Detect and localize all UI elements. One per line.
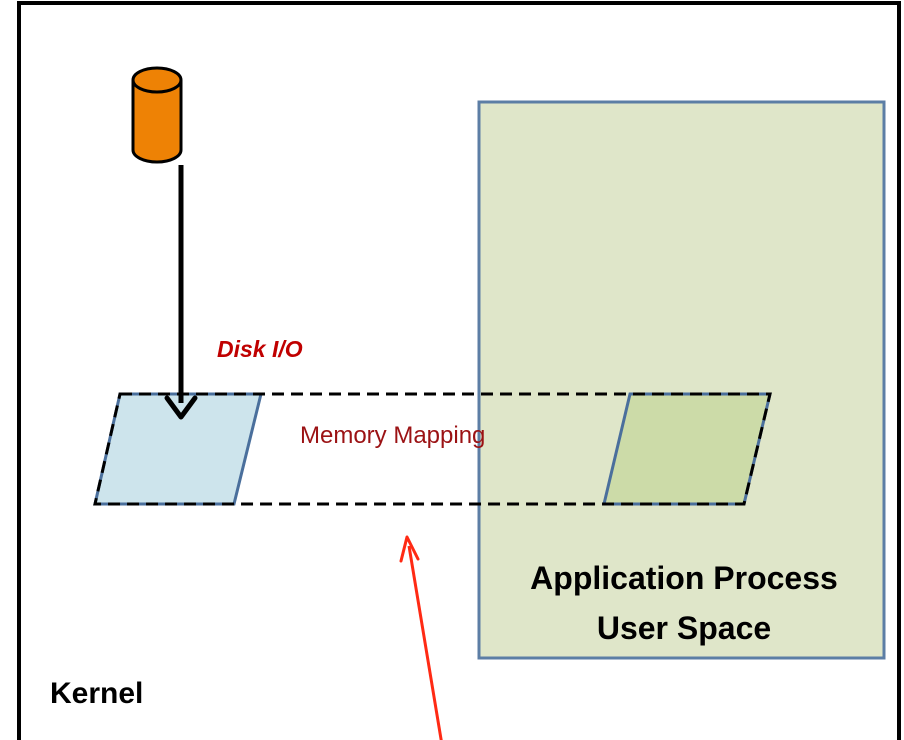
user-space-label: User Space xyxy=(597,610,771,646)
user-page xyxy=(602,392,772,506)
memory-mapping-label: Memory Mapping xyxy=(300,422,485,449)
mapping-pointer-arrow xyxy=(399,535,443,740)
disk-io-label: Disk I/O xyxy=(217,336,303,362)
app-process-label: Application Process xyxy=(530,560,838,596)
disk-io-arrow xyxy=(164,165,198,420)
user-space-box xyxy=(477,100,886,660)
memory-mapping-region xyxy=(93,392,772,506)
kernel-label: Kernel xyxy=(50,677,143,710)
disk-icon xyxy=(131,66,183,164)
